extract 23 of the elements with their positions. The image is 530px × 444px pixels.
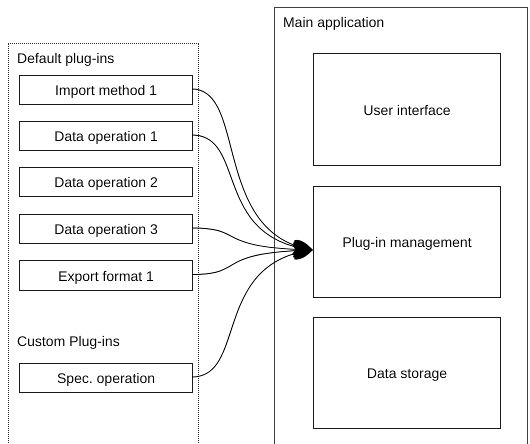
component-box <box>19 75 193 105</box>
component-box <box>313 317 501 429</box>
component-label: Data operation 2 <box>53 173 159 192</box>
group-heading: Default plug-ins <box>17 49 114 68</box>
component-box <box>19 214 193 244</box>
component-box <box>19 167 193 197</box>
group-panel <box>8 43 199 444</box>
component-label: Data storage <box>366 364 448 383</box>
section-heading: Custom Plug-ins <box>17 332 120 351</box>
group-panel <box>274 7 528 444</box>
component-label: Data operation 1 <box>53 127 159 146</box>
component-label: Plug-in management <box>341 233 473 252</box>
component-box <box>19 121 193 151</box>
component-label: User interface <box>362 100 452 120</box>
component-box <box>19 363 193 393</box>
component-label: Export format 1 <box>57 266 155 286</box>
component-box <box>313 53 501 166</box>
group-heading: Main application <box>283 13 384 32</box>
component-label: Data operation 3 <box>53 220 159 239</box>
component-label: Spec. operation <box>56 369 156 388</box>
component-box <box>313 186 501 298</box>
component-box <box>19 260 193 291</box>
component-label: Import method 1 <box>54 81 158 100</box>
